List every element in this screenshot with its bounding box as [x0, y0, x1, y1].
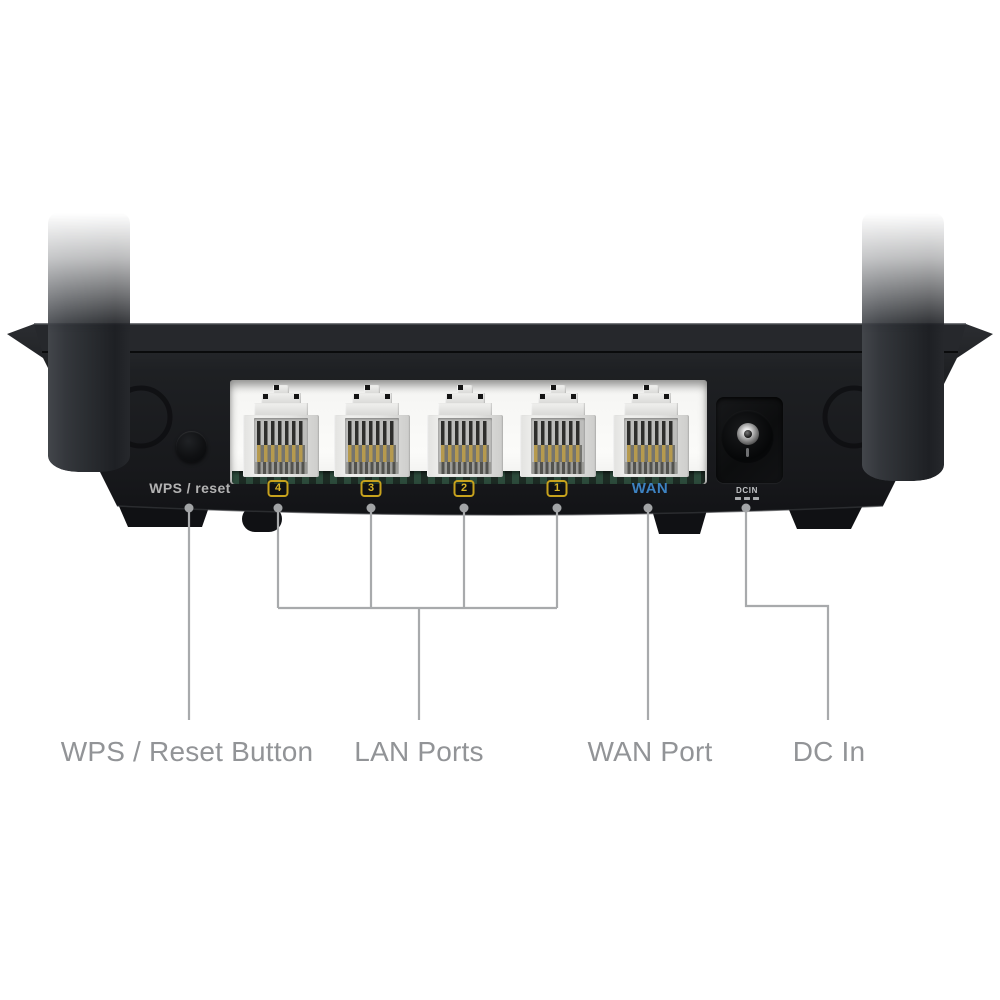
callout-lines [187, 508, 830, 720]
panel-label-port-3: 3 [360, 480, 382, 497]
wps-reset-button [176, 431, 207, 462]
lan-port-1-jack [520, 385, 596, 477]
lan-port-3-jack [334, 385, 410, 477]
dc-barrel-socket [721, 410, 774, 463]
wan-port-jack [613, 385, 689, 477]
right-antenna [862, 213, 944, 481]
panel-label-wps-reset: WPS / reset [149, 480, 231, 496]
dcin-text: DCIN [736, 486, 758, 495]
caption-wan-port: WAN Port [587, 736, 713, 767]
lan-port-2-jack [427, 385, 503, 477]
ethernet-port-recess [230, 380, 707, 484]
callout-dots [184, 503, 751, 513]
dc-power-jack [716, 397, 783, 483]
callout-lan-lines [276, 508, 559, 720]
callout-dc-line [744, 508, 830, 720]
dc-center-pin [737, 423, 759, 445]
caption-wps-reset-button: WPS / Reset Button [60, 736, 314, 767]
panel-label-wan: WAN [631, 480, 669, 497]
lan-port-4-jack [243, 385, 319, 477]
left-antenna [48, 213, 130, 472]
dc-rating-marks-icon [735, 497, 759, 500]
panel-label-dcin: DCIN [735, 486, 759, 500]
panel-label-port-1: 1 [546, 480, 568, 497]
panel-label-port-2: 2 [453, 480, 475, 497]
panel-label-port-4: 4 [267, 480, 289, 497]
caption-dc-in: DC In [792, 736, 866, 767]
caption-lan-ports: LAN Ports [354, 736, 484, 767]
